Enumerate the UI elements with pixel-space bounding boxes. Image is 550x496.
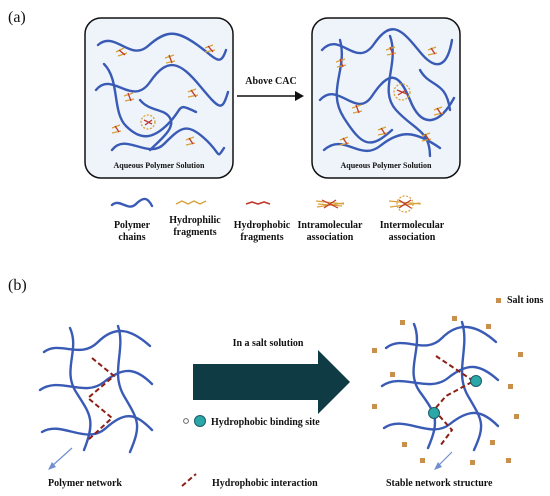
legend-hydrophobic-label-1: Hydrophobic (234, 220, 291, 231)
legend-hydrophilic-label-2: fragments (173, 227, 216, 238)
legend-intermolecular-icon (388, 195, 422, 213)
salt-ions (372, 298, 523, 465)
stable-binding-site-2 (428, 407, 440, 419)
right-solution-box: Aqueous Polymer Solution (311, 17, 461, 179)
left-hydrophobic-interaction-dash (86, 357, 116, 441)
stable-network-pointer (437, 451, 453, 467)
stable-network-pointer-head (434, 462, 442, 470)
legend-intramolecular-label-2: association (307, 232, 354, 243)
legend-polymer-chain-icon (110, 197, 154, 208)
hydrophobic-interaction-label: Hydrophobic interaction (212, 478, 318, 489)
legend-hydrophilic-label-1: Hydrophilic (169, 215, 221, 226)
polymer-network-pointer-head (48, 462, 56, 470)
polymer-network-pointer (51, 447, 73, 467)
legend-intramolecular-label-1: Intramolecular (298, 220, 364, 231)
panel-b-label: (b) (8, 277, 27, 294)
left-polymer-chains (94, 32, 230, 156)
in-salt-solution-label: In a salt solution (233, 338, 304, 349)
above-cac-label: Above CAC (245, 76, 296, 87)
stable-binding-site-1 (470, 375, 482, 387)
legend-hydrophilic-icon (175, 200, 207, 205)
binding-site-icon (194, 415, 206, 427)
legend-polymer-label-2: chains (118, 232, 145, 243)
salt-ions-label: Salt ions (507, 295, 544, 306)
hydrophobic-interaction-legend-icon (181, 473, 197, 487)
salt-ions-legend-icon (496, 298, 501, 303)
legend-intermolecular-label-1: Intermolecular (380, 220, 445, 231)
legend-polymer-label-1: Polymer (114, 220, 151, 231)
small-site-icon (183, 418, 189, 424)
legend-hydrophobic-label-2: fragments (240, 232, 283, 243)
right-stable-network (380, 320, 500, 470)
legend: Polymer chains Hydrophilic fragments Hyd… (110, 195, 445, 243)
legend-intramolecular-icon (315, 199, 345, 209)
right-polymer-chains (318, 28, 456, 158)
panel-a-label: (a) (8, 9, 26, 26)
stable-network-label: Stable network structure (386, 478, 493, 489)
panel-a-arrow (237, 91, 304, 101)
left-solution-box: Aqueous Polymer Solution (84, 17, 234, 179)
salt-solution-arrow (193, 350, 350, 414)
right-hydrophobic-clusters (335, 46, 444, 146)
left-polymer-network (38, 324, 154, 470)
legend-intermolecular-label-2: association (389, 232, 436, 243)
legend-hydrophobic-icon (245, 201, 271, 205)
left-box-caption: Aqueous Polymer Solution (114, 161, 206, 170)
left-hydrophobic-clusters (111, 44, 216, 146)
right-box-caption: Aqueous Polymer Solution (341, 161, 433, 170)
hydrophobic-binding-site-label: Hydrophobic binding site (211, 417, 320, 428)
polymer-network-label: Polymer network (48, 478, 122, 489)
